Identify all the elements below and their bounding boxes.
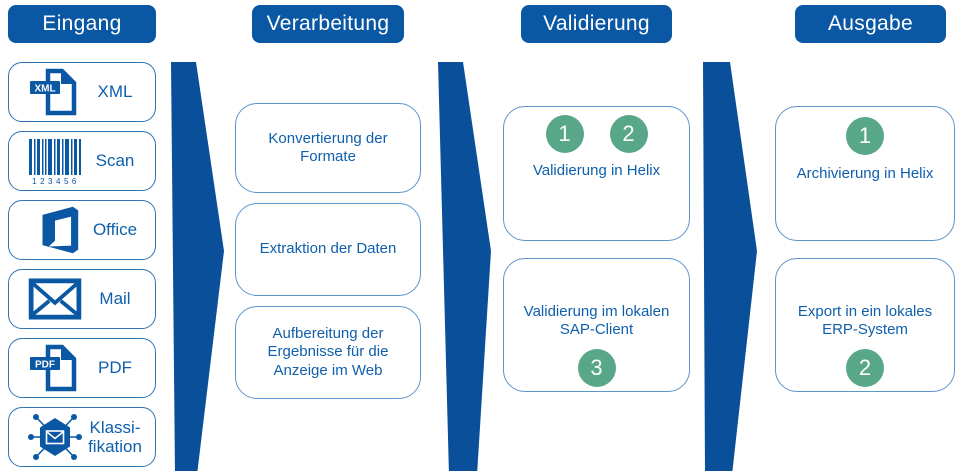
header-validierung: Validierung	[521, 5, 672, 43]
panel-label: Validierung in Helix	[532, 162, 661, 179]
panel-label: Export in ein lokales ERP-System	[797, 303, 933, 339]
input-item-pdf: PDF PDF	[8, 338, 156, 398]
input-item-label: Klassi- fikation	[88, 417, 142, 456]
input-item-label: XML	[97, 82, 133, 102]
step-1-badge: 1	[846, 117, 884, 155]
header-ausgabe: Ausgabe	[795, 5, 946, 43]
pdf-badge-text: PDF	[35, 360, 55, 371]
xml-file-icon: XML	[27, 66, 83, 118]
step-label: Aufbereitung der Ergebnisse für die Anze…	[267, 325, 389, 379]
office-logo-icon	[27, 204, 83, 256]
header-ausgabe-label: Ausgabe	[827, 12, 913, 35]
input-item-klassifikation: Klassi- fikation	[8, 407, 156, 467]
input-item-label: Office	[92, 220, 138, 240]
header-eingang: Eingang	[8, 5, 156, 43]
input-item-label: PDF	[98, 358, 132, 378]
header-verarbeitung-label: Verarbeitung	[266, 12, 390, 35]
ausgabe-archivierung-panel: 1 Archivierung in Helix	[775, 106, 955, 241]
input-item-mail: Mail	[8, 269, 156, 329]
panel-label: Archivierung in Helix	[796, 165, 934, 182]
validierung-helix-panel: 1 2 Validierung in Helix	[503, 106, 690, 241]
step-label: Konvertierung der Formate	[268, 129, 388, 165]
envelope-icon	[27, 273, 83, 325]
arrow-verarbeitung-validierung	[438, 62, 491, 471]
validierung-sap-panel: Validierung im lokalen SAP-Client 3	[503, 258, 690, 392]
barcode-icon: 123456	[27, 135, 83, 187]
step-1-badge: 1	[545, 115, 584, 153]
input-item-label: Mail	[99, 289, 131, 309]
arrow-validierung-ausgabe	[703, 62, 757, 471]
step-aufbereitung: Aufbereitung der Ergebnisse für die Anze…	[235, 306, 421, 399]
header-validierung-label: Validierung	[543, 12, 650, 35]
header-eingang-label: Eingang	[42, 12, 122, 35]
step-2-badge: 2	[609, 115, 648, 153]
classification-network-icon	[27, 411, 83, 463]
xml-badge-text: XML	[34, 84, 55, 95]
step-extraktion: Extraktion der Daten	[235, 203, 421, 296]
header-verarbeitung: Verarbeitung	[252, 5, 404, 43]
step-3-badge: 3	[577, 348, 616, 387]
ausgabe-export-panel: Export in ein lokales ERP-System 2	[775, 258, 955, 392]
barcode-digits: 123456	[32, 177, 80, 185]
pdf-file-icon: PDF	[27, 342, 83, 394]
input-item-label: Scan	[95, 151, 135, 171]
input-item-xml: XML XML	[8, 62, 156, 122]
step-number-badges: 1 2	[545, 115, 648, 153]
input-item-office: Office	[8, 200, 156, 260]
step-2-badge: 2	[846, 348, 884, 387]
step-label: Extraktion der Daten	[259, 240, 397, 258]
arrow-eingang-verarbeitung	[171, 62, 224, 471]
step-konvertierung: Konvertierung der Formate	[235, 103, 421, 193]
input-item-scan: 123456 Scan	[8, 131, 156, 191]
panel-label: Validierung im lokalen SAP-Client	[523, 303, 670, 339]
